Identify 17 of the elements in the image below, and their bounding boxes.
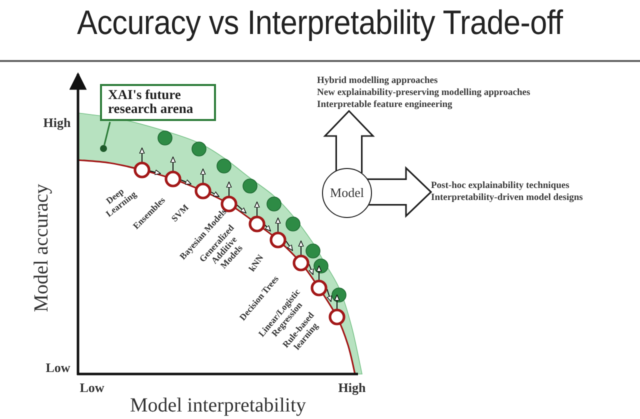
axis-label: High: [42, 116, 72, 130]
list-item: Interpretable feature engineering: [317, 99, 454, 111]
axis-label: High: [337, 381, 367, 395]
title: Accuracy vs Interpretability Trade-off: [77, 4, 563, 43]
list-item: New explainability-preserving modelling approaches: [317, 87, 532, 99]
list-item: Interpretability-driven model designs: [431, 192, 584, 204]
list-item: Hybrid modelling approaches: [317, 75, 439, 87]
pointer-dot: [100, 145, 107, 152]
node-label: Model: [330, 185, 364, 201]
model-circle: [322, 168, 372, 218]
axis-label: Model interpretability: [128, 396, 308, 416]
leader-line: [104, 122, 111, 146]
axis-label: Low: [78, 381, 106, 395]
axis-label: Low: [44, 361, 72, 375]
axis-label: Model accuracy: [32, 182, 52, 314]
list-item: Post-hoc explainability techniques: [431, 180, 570, 192]
callout-box: XAI's future research arena: [100, 84, 216, 121]
